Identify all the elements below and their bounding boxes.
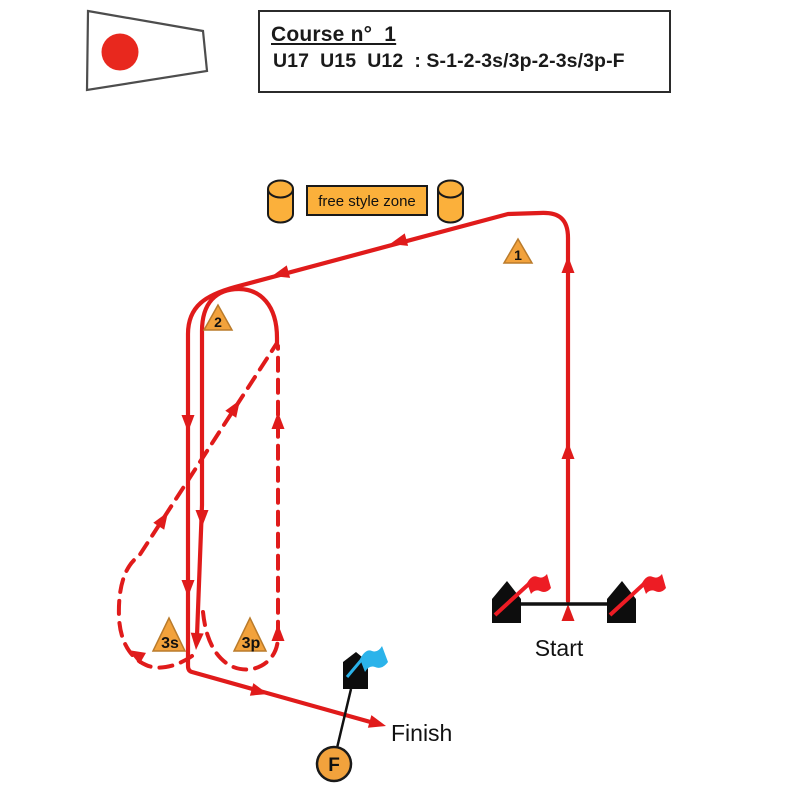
direction-arrow-down-3 xyxy=(195,510,209,527)
course-pennant-flag xyxy=(85,9,209,92)
freestyle-zone-left-buoy xyxy=(267,179,294,224)
mark-2-label: 2 xyxy=(214,314,222,330)
finish-buoy xyxy=(315,745,353,783)
mark-2-triangle xyxy=(202,303,234,331)
mark-3s-label: 3s xyxy=(161,635,179,652)
start-flag-icon xyxy=(527,574,551,594)
finish-label: Finish xyxy=(391,720,452,746)
course-path-lap2-3p-dashed xyxy=(201,344,280,672)
direction-arrow-down-1 xyxy=(181,415,195,432)
start-gate: Start xyxy=(492,574,666,661)
direction-arrow-reach-1 xyxy=(388,233,409,251)
start-flag-pole xyxy=(608,580,648,617)
start-mark-starboard xyxy=(607,574,666,623)
mark-1-triangle xyxy=(502,237,534,264)
mark-3s-triangle xyxy=(151,616,187,652)
direction-arrow-finish-2 xyxy=(367,715,388,733)
finish-flag-pole xyxy=(345,657,365,678)
course-classes: U17 U15 U12 : S-1-2-3s/3p-2-3s/3p-F xyxy=(273,50,625,72)
course-info-box: Course n° 1 U17 U15 U12 : S-1-2-3s/3p-2-… xyxy=(258,10,671,93)
course-path-lap2-3s-dashed xyxy=(116,341,279,670)
finish-pole xyxy=(335,688,353,749)
freestyle-zone: free style zone xyxy=(267,179,464,224)
finish-mark xyxy=(343,646,388,689)
finish-buoy-label: F xyxy=(328,755,340,776)
start-flag-icon xyxy=(642,574,666,594)
direction-arrow-down-4 xyxy=(189,632,204,651)
course-path-lap2-arch xyxy=(194,286,280,639)
start-flag-pole xyxy=(493,580,533,617)
start-label: Start xyxy=(535,635,584,661)
freestyle-zone-label: free style zone xyxy=(318,193,416,210)
pennant-red-circle xyxy=(101,33,139,71)
start-mark-port xyxy=(492,574,551,623)
direction-arrow-reach-2 xyxy=(270,265,291,283)
direction-arrow-start xyxy=(561,604,575,621)
course-path-lap1 xyxy=(185,210,571,726)
mark-3p-triangle xyxy=(232,616,268,652)
direction-arrow-up-2 xyxy=(561,442,575,459)
direction-arrow-up-1 xyxy=(561,256,575,273)
turning-marks: 1 2 3s 3p xyxy=(151,237,534,652)
course-title: Course n° 1 xyxy=(271,23,397,46)
mark-3p-label: 3p xyxy=(242,635,261,652)
mark-1-label: 1 xyxy=(514,247,522,263)
freestyle-zone-right-buoy xyxy=(437,179,464,224)
freestyle-zone-label-box xyxy=(306,185,428,216)
finish-flag-icon xyxy=(360,646,388,672)
direction-arrow-dashed-up-1 xyxy=(271,412,285,429)
direction-arrow-down-2 xyxy=(181,580,195,597)
finish-area: F Finish xyxy=(315,646,452,783)
direction-arrow-dashed-up-2 xyxy=(271,624,285,641)
